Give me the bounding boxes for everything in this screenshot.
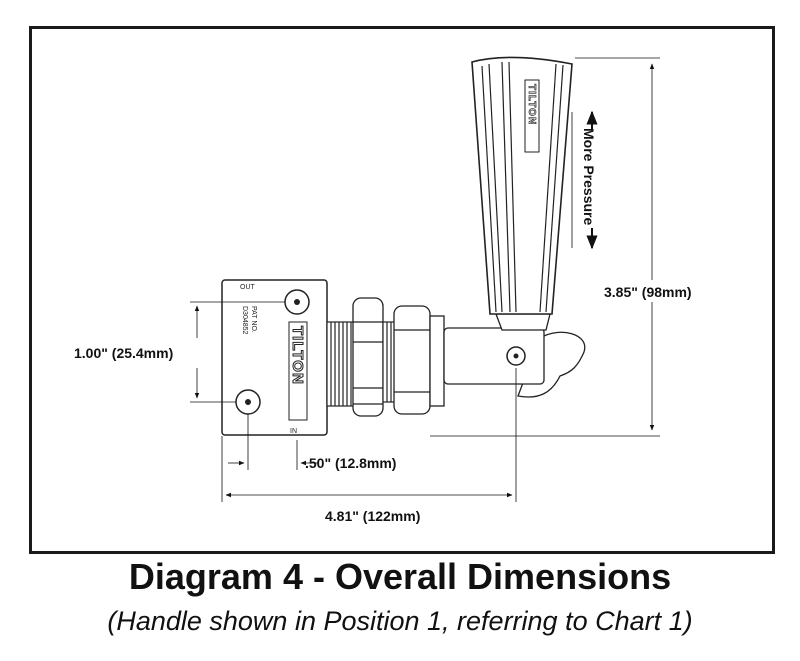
port-in-label: IN <box>290 428 297 435</box>
more-pressure-label: More Pressure <box>581 128 597 225</box>
hex-nut-front <box>352 297 384 417</box>
length-dimension-label: 4.81" (122mm) <box>325 508 420 524</box>
threaded-shaft <box>326 321 356 407</box>
offset-dimension-label: .50" (12.8mm) <box>305 455 396 471</box>
offset-dimension <box>228 414 318 470</box>
more-pressure-indicator: More Pressure <box>571 110 598 250</box>
handle-brand-logo: TILTON <box>526 84 537 125</box>
hole-spacing-label: 1.00" (25.4mm) <box>74 345 173 361</box>
caption-title: Diagram 4 - Overall Dimensions <box>128 556 672 597</box>
patent-label-1: PAT NO. <box>250 306 257 333</box>
hex-nut-rear <box>393 305 431 415</box>
body-flange <box>429 315 445 407</box>
hole-spacing-dimension <box>190 301 285 403</box>
port-out-label: OUT <box>240 284 256 291</box>
threaded-collar <box>382 321 396 403</box>
dimension-diagram: OUT IN PAT NO. D304852 TILTON <box>74 56 692 524</box>
mounting-plate: OUT IN PAT NO. D304852 TILTON <box>221 279 328 436</box>
length-dimension <box>221 368 517 502</box>
pivot-arm <box>443 327 586 398</box>
caption-subtitle: (Handle shown in Position 1, referring t… <box>107 606 693 636</box>
height-dimension <box>430 57 660 437</box>
height-dimension-label: 3.85" (98mm) <box>604 284 692 300</box>
patent-label-2: D304852 <box>241 306 248 335</box>
adjuster-handle: TILTON <box>471 56 573 331</box>
diagram-frame <box>29 26 775 554</box>
plate-brand-logo: TILTON <box>289 326 306 385</box>
